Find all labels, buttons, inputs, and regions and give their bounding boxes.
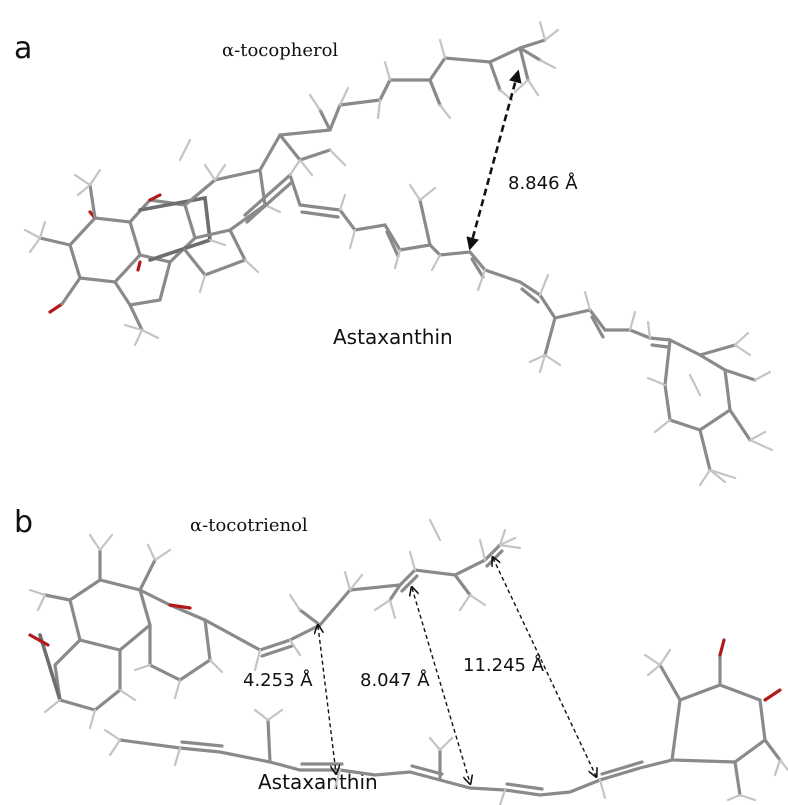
distance-arrow (318, 626, 336, 773)
distance-arrow (412, 588, 470, 783)
distance-label: 8.846 Å (508, 172, 578, 194)
distance-arrow (493, 558, 596, 776)
panel-b-astaxanthin-structure (103, 638, 788, 805)
distance-label: 4.253 Å (243, 669, 313, 691)
panel-b-letter: b (14, 505, 33, 540)
panel-b-tocotrienol-structure (28, 518, 522, 730)
panel-b-distance-markers: 4.253 Å 8.047 Å 11.245 Å (243, 558, 596, 783)
panel-a-letter: a (14, 31, 32, 66)
distance-arrow (466, 69, 522, 251)
panel-b: b α-tocotrienol Astaxanthin (14, 505, 788, 805)
distance-label: 11.245 Å (463, 654, 545, 676)
panel-a-astaxanthin-structure (243, 158, 774, 487)
panel-a-top-molecule-label: α-tocopherol (222, 40, 338, 61)
panel-b-top-molecule-label: α-tocotrienol (190, 515, 308, 536)
distance-label: 8.047 Å (360, 669, 430, 691)
panel-a-distance-marker: 8.846 Å (466, 69, 578, 251)
panel-a: a α-tocopherol Astaxanthin (14, 20, 774, 487)
panel-a-tocopherol-structure (23, 20, 560, 347)
panel-a-bottom-molecule-label: Astaxanthin (333, 325, 453, 349)
